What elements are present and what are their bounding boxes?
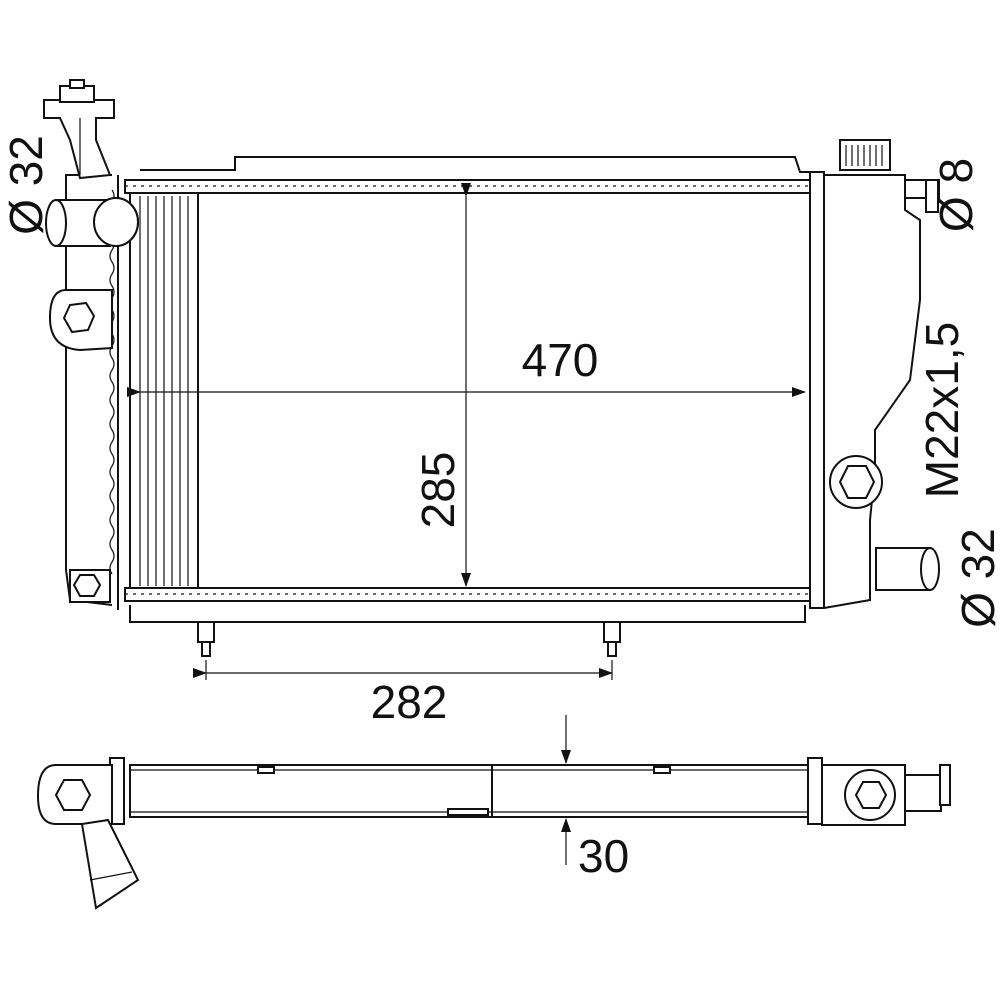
dimension-depth: 30 bbox=[561, 715, 629, 882]
filler-neck bbox=[43, 79, 115, 180]
thread-label: M22x1,5 bbox=[916, 322, 968, 498]
dimension-height: 285 bbox=[412, 183, 471, 587]
vent-diameter-label: Ø 8 bbox=[930, 158, 982, 232]
radiator-top-view: 30 bbox=[36, 715, 951, 910]
dimension-depth-label: 30 bbox=[578, 830, 629, 882]
inlet-diameter-label: Ø 32 bbox=[0, 135, 52, 235]
mounting-bracket-left bbox=[48, 289, 113, 352]
dimension-width: 470 bbox=[127, 330, 806, 397]
dimension-height-label: 285 bbox=[412, 452, 464, 529]
dimension-mount-spacing-label: 282 bbox=[371, 676, 448, 728]
mounting-pins bbox=[197, 621, 621, 657]
inlet-pipe-left bbox=[45, 197, 139, 247]
dimension-mount-spacing: 282 bbox=[193, 660, 613, 728]
outlet-diameter-label: Ø 32 bbox=[952, 528, 1000, 628]
drain-plug-left bbox=[69, 569, 111, 603]
outlet-tank-right bbox=[809, 139, 940, 609]
core-fins bbox=[139, 196, 189, 586]
radiator-front-view: 470 285 282 Ø 32 Ø 8 M22x1,5 Ø 32 bbox=[0, 79, 1000, 728]
dimension-width-label: 470 bbox=[522, 334, 599, 386]
